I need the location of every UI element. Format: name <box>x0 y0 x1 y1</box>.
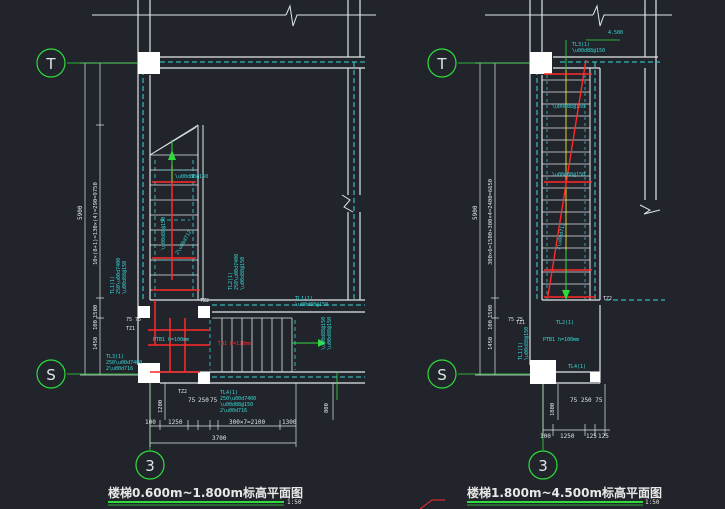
right-dim-c: 1450 <box>488 337 494 350</box>
left-tb1-label: TB1 h=120mm <box>218 341 251 347</box>
left-dim-span: 10×(8+1)=130×(4)=290=9750 <box>93 182 99 265</box>
right-dim-h-a: 100 <box>540 433 551 440</box>
svg-text:2\u00d716: 2\u00d716 <box>106 366 133 372</box>
svg-text:\u00d88@150: \u00d88@150 <box>327 317 333 350</box>
left-dim-h-b: 1250 <box>168 419 183 426</box>
svg-text:TL4(1): TL4(1) <box>220 390 238 396</box>
left-dim-total: 5900 <box>77 205 84 220</box>
svg-text:75 75: 75 75 <box>508 317 523 323</box>
right-plan-scale: 1:50 <box>645 499 660 506</box>
svg-text:\u00d88@150: \u00d88@150 <box>240 257 246 290</box>
svg-text:TL2(1): TL2(1) <box>228 272 234 290</box>
right-tz1-label: TZ1 <box>516 320 525 326</box>
grid-axis-3-left <box>135 450 165 480</box>
grid-axis-T-right-label: T <box>436 55 447 73</box>
svg-text:TL1(1): TL1(1) <box>110 276 116 294</box>
left-tz1-label: TZ1 <box>126 326 135 332</box>
grid-axis-S-right <box>427 359 457 389</box>
left-tz2-label: TZ2 <box>200 298 209 304</box>
right-dim-h-c: 125 <box>586 433 597 440</box>
right-plan-title: 楼梯1.800m~4.500m标高平面图 <box>467 485 662 500</box>
svg-text:\u00d88@150: \u00d88@150 <box>552 172 585 178</box>
grid-axis-3-left-label: 3 <box>145 457 155 475</box>
left-dim-h-total: 3700 <box>212 435 227 442</box>
svg-text:100: 100 <box>93 320 99 330</box>
svg-text:\u00d88@150: \u00d88@150 <box>161 217 167 250</box>
left-side-dim-upper: 1200 <box>158 400 164 413</box>
svg-text:250\u00d7400: 250\u00d7400 <box>220 396 256 402</box>
left-side-dim-lower: 800 <box>324 403 330 413</box>
right-top-level: 4.500 <box>608 30 623 36</box>
right-stair-plan: 4.500 TL3(1) \u00d88@150 \u00d88@150 \u0… <box>427 0 672 506</box>
left-dim-c: 1450 <box>93 337 99 350</box>
svg-text:2\u00d712: 2\u00d712 <box>175 230 194 256</box>
right-dim-span: 300×6=1500+300×4=2400=6650 <box>488 179 494 265</box>
right-dim-h-d: 125 <box>598 433 609 440</box>
svg-text:TL1(1): TL1(1) <box>518 342 524 360</box>
left-dim-h-f: 300×7=2100 <box>229 419 266 426</box>
left-dim-h-c: 75 <box>188 397 196 404</box>
left-plan-title: 楼梯0.600m~1.800m标高平面图 <box>108 485 303 500</box>
svg-text:TZ2: TZ2 <box>178 389 187 395</box>
grid-axis-T-left <box>36 48 66 78</box>
grid-axis-S-left-label: S <box>46 366 56 384</box>
svg-text:100: 100 <box>488 320 494 330</box>
svg-text:\u00d88@150: \u00d88@150 <box>552 104 585 110</box>
grid-axis-S-right-label: S <box>437 366 447 384</box>
grid-axis-T-right <box>427 48 457 78</box>
svg-text:TL1(1): TL1(1) <box>295 296 313 302</box>
svg-text:TL3(1): TL3(1) <box>572 42 590 48</box>
svg-text:\u00d88@150: \u00d88@150 <box>572 48 605 54</box>
grid-axis-3-right <box>528 450 558 480</box>
right-dim-h-b: 1250 <box>560 433 575 440</box>
right-pt1-label: PTB1 h=100mm <box>543 337 579 343</box>
svg-text:75 250 75: 75 250 75 <box>570 397 603 404</box>
svg-text:75 75: 75 75 <box>126 317 141 323</box>
svg-text:250\u00d7400: 250\u00d7400 <box>116 258 122 294</box>
svg-text:\u00d88@150: \u00d88@150 <box>321 317 327 350</box>
svg-text:TL4(1): TL4(1) <box>568 364 586 370</box>
left-plan-scale: 1:50 <box>287 499 302 506</box>
svg-text:TL3(1): TL3(1) <box>106 354 124 360</box>
svg-text:1500: 1500 <box>488 305 494 318</box>
left-dim-h-d: 250 <box>198 397 209 404</box>
right-side-dim-lower: 1800 <box>550 403 556 416</box>
svg-text:\u00d88@150: \u00d88@150 <box>175 174 208 180</box>
grid-axis-S-left <box>36 359 66 389</box>
svg-text:\u00d88@150: \u00d88@150 <box>524 327 530 360</box>
svg-text:\u00d88@150: \u00d88@150 <box>295 302 328 308</box>
left-dim-h-e: 75 <box>210 397 218 404</box>
left-dim-h-a: 100 <box>145 419 156 426</box>
svg-text:250\u00d7400: 250\u00d7400 <box>106 360 142 366</box>
right-dim-total: 5900 <box>472 205 479 220</box>
svg-text:2\u00d712: 2\u00d712 <box>556 223 567 251</box>
left-stair-plan: \u00d88@150 \u00d88@150 2\u00d712 TL1(1)… <box>36 0 376 506</box>
svg-text:2\u00d716: 2\u00d716 <box>220 408 247 414</box>
grid-axis-T-left-label: T <box>45 55 56 73</box>
left-dim-h-g: 1300 <box>282 419 297 426</box>
svg-text:250\u00d7400: 250\u00d7400 <box>234 254 240 290</box>
grid-axis-3-right-label: 3 <box>538 457 548 475</box>
svg-text:\u00d88@150: \u00d88@150 <box>220 402 253 408</box>
svg-text:1500: 1500 <box>93 305 99 318</box>
left-pt1-label: PTB1 h=100mm <box>153 337 189 343</box>
svg-text:\u00d88@150: \u00d88@150 <box>122 261 128 294</box>
right-tl2-label: TL2(1) <box>556 320 574 326</box>
right-tz2-label: TZ2 <box>603 296 612 302</box>
